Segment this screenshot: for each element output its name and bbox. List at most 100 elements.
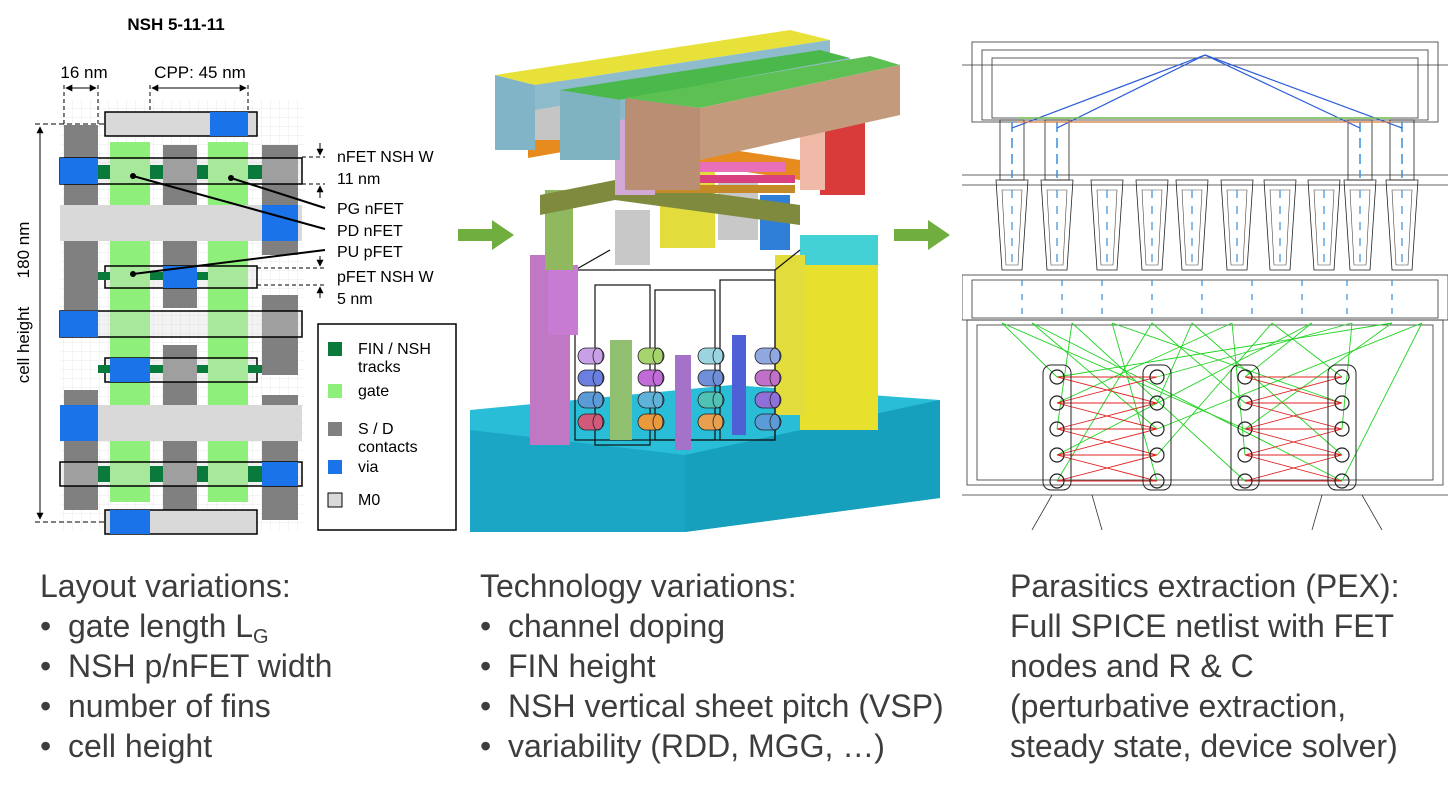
nanosheet-end <box>769 413 781 431</box>
legend-label: gate <box>358 383 389 400</box>
gate-column <box>732 335 746 435</box>
nanosheet-end <box>652 413 664 431</box>
contact-funnel <box>1096 189 1118 266</box>
fet-node <box>1149 447 1165 463</box>
contact-funnel <box>1046 189 1068 266</box>
fet-node-column <box>1230 364 1260 491</box>
fet-nodes <box>1042 364 1357 491</box>
fet-node <box>1237 395 1253 411</box>
pfet-w-value: 5 nm <box>337 291 373 308</box>
capacitance-line <box>1156 322 1193 404</box>
legend-label: contacts <box>358 439 418 456</box>
pex-caption-line: (perturbative extraction, <box>1010 688 1347 724</box>
metal-wire <box>630 185 795 193</box>
nanosheet <box>697 347 725 365</box>
pex-caption-line: Full SPICE netlist with FET <box>1010 608 1395 644</box>
pillar <box>775 255 805 415</box>
top-rail-front <box>700 65 900 160</box>
via <box>210 112 248 136</box>
fet-node <box>1149 473 1165 489</box>
fin-track <box>150 272 163 280</box>
legend-label: M0 <box>358 492 380 509</box>
fet-node <box>1334 369 1350 385</box>
resistance-line <box>1056 402 1158 430</box>
capacitance-line <box>1031 322 1158 430</box>
via <box>262 205 298 241</box>
nanosheet-end <box>712 369 724 387</box>
fet-node <box>1334 447 1350 463</box>
nanosheet <box>637 347 665 365</box>
resistance-network <box>1056 376 1343 482</box>
layout-caption-list: gate length LG NSH p/nFET width number o… <box>40 606 332 766</box>
capacitance-line <box>1244 322 1393 430</box>
legend-label: FIN / NSH <box>358 341 431 358</box>
legend-label: via <box>358 459 379 476</box>
pex-caption-line: steady state, device solver) <box>1010 728 1398 764</box>
contact-column <box>548 265 578 335</box>
interconnect-line <box>1204 54 1361 129</box>
upper-via <box>1389 119 1415 181</box>
nanosheet-end <box>652 391 664 409</box>
nanosheet <box>637 413 665 431</box>
legend-swatch <box>328 460 342 474</box>
list-item: number of fins <box>40 686 332 726</box>
fin-track <box>248 365 262 373</box>
interconnect-line <box>1056 54 1206 129</box>
nfet-w-value: 11 nm <box>337 171 380 188</box>
list-item: variability (RDD, MGG, …) <box>480 726 944 766</box>
fet-node <box>1237 473 1253 489</box>
nanosheet <box>637 369 665 387</box>
list-item: NSH p/nFET width <box>40 646 332 686</box>
fet-node <box>1049 447 1065 463</box>
dim-height-label: 180 nm <box>14 222 33 279</box>
top-rail-top <box>495 30 830 85</box>
technology-caption-heading: Technology variations: <box>480 568 797 604</box>
nanosheet-end <box>592 391 604 409</box>
capacitance-line <box>1031 322 1343 482</box>
legend-swatch <box>327 492 343 508</box>
nanosheet <box>697 369 725 387</box>
fin-track <box>98 365 110 373</box>
pex-wireframe <box>962 41 1448 530</box>
legend-swatch <box>328 384 342 398</box>
sd-contact <box>64 250 98 310</box>
pu-label: PU pFET <box>337 244 403 261</box>
dim-fin-label: 16 nm <box>60 63 107 82</box>
nanosheet <box>577 391 605 409</box>
pex-caption-heading: Parasitics extraction (PEX): <box>1010 568 1400 604</box>
resistance-line <box>1244 454 1343 482</box>
fet-node-column <box>1327 364 1357 491</box>
capacitance-line <box>1231 322 1246 456</box>
contact-funnel <box>1391 189 1413 266</box>
fin-track <box>248 165 262 179</box>
contact-funnel <box>1001 189 1023 266</box>
fet-node <box>1149 421 1165 437</box>
fin-track <box>98 165 110 179</box>
gate-left <box>110 142 150 502</box>
fet-node <box>1149 369 1165 385</box>
resistance-line <box>1056 428 1158 456</box>
contact-funnel <box>1141 189 1163 266</box>
upper-via <box>1347 119 1373 181</box>
nanosheet-stack <box>577 347 782 431</box>
nanosheet-end <box>712 413 724 431</box>
contact-funnels <box>995 119 1419 318</box>
gate-column <box>610 340 632 440</box>
capacitance-line <box>1156 322 1423 430</box>
pfet-w-title: pFET NSH W <box>337 269 435 286</box>
fin-track <box>197 365 208 373</box>
nanosheet-end <box>769 369 781 387</box>
nanosheet-end <box>652 347 664 365</box>
layout-caption: Layout variations: gate length LG NSH p/… <box>40 566 332 766</box>
capacitance-line <box>1341 322 1423 482</box>
fet-node <box>1149 395 1165 411</box>
gate-column <box>675 355 691 450</box>
layout-caption-heading: Layout variations: <box>40 568 291 604</box>
layout-diagram: NSH 5-11-11 16 nm CPP: 45 nm <box>14 15 457 535</box>
capacitance-line <box>1191 322 1343 456</box>
m0-line <box>59 310 303 338</box>
metal-wire <box>620 175 795 183</box>
metal-wire <box>540 180 800 225</box>
fet-node <box>1334 473 1350 489</box>
via <box>60 158 98 184</box>
